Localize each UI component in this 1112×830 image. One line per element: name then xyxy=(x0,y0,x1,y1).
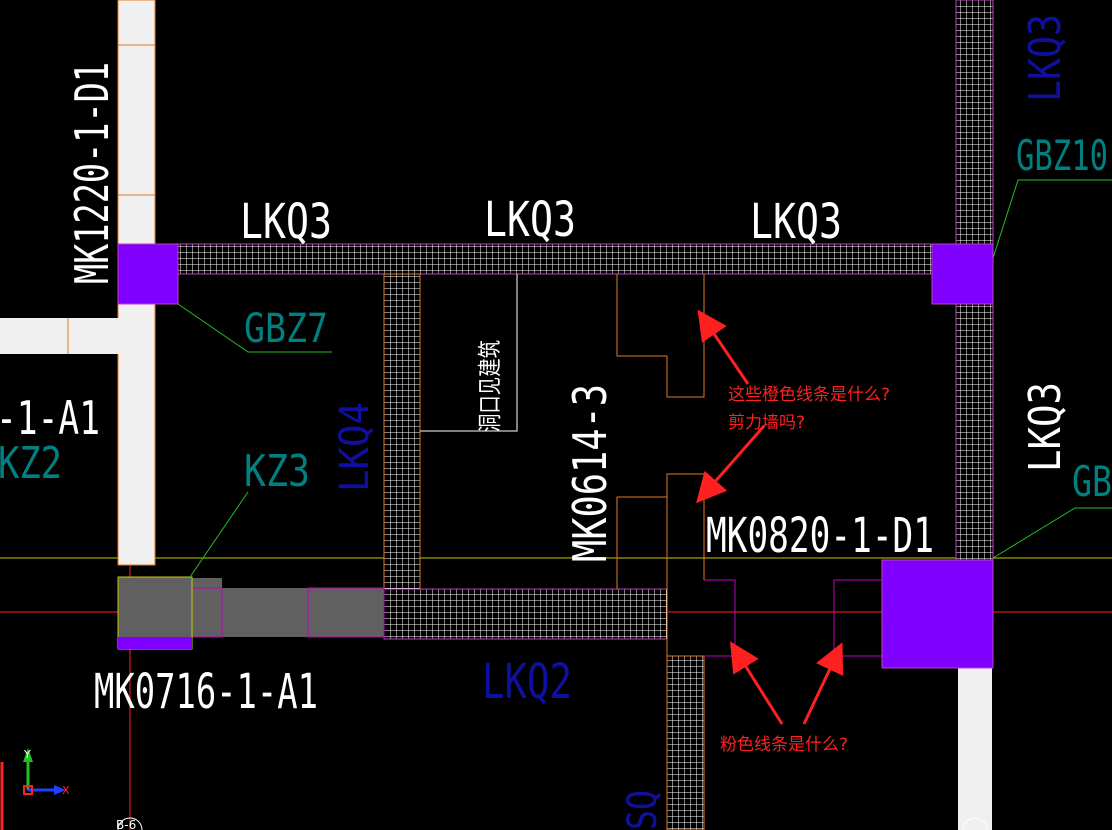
hatched-wall-bottom[interactable] xyxy=(383,588,668,640)
annotation-orange-line1: 这些橙色线条是什么? xyxy=(728,385,890,405)
arrow-pink-right xyxy=(802,642,844,725)
label-gbz10[interactable]: GBZ10 xyxy=(1016,131,1108,180)
column-gbz7[interactable] xyxy=(117,243,179,305)
label-lkq-bottom-partial[interactable]: SQ xyxy=(620,790,666,830)
white-wall-right-bottom[interactable] xyxy=(958,668,992,830)
label-lkq3-right-mid[interactable]: LKQ3 xyxy=(1020,382,1071,472)
orange-line-stub-lower[interactable] xyxy=(616,473,705,589)
arrow-pink-left xyxy=(730,641,784,725)
label-lkq3-b[interactable]: LKQ3 xyxy=(484,192,576,248)
label-gbz7[interactable]: GBZ7 xyxy=(244,306,328,352)
leader-gbz7 xyxy=(177,303,332,353)
label-lkq4[interactable]: LKQ4 xyxy=(332,402,378,492)
label-mk0716[interactable]: MK0716-1-A1 xyxy=(94,664,318,720)
label-lkq3-right-top[interactable]: LKQ3 xyxy=(1020,14,1071,102)
column-right-lower[interactable] xyxy=(881,559,994,669)
label-mk1220[interactable]: MK1220-1-D1 xyxy=(65,62,119,284)
hatched-wall-lower-vertical[interactable] xyxy=(666,655,705,830)
white-wall-left-horizontal[interactable] xyxy=(0,318,120,354)
label-gb-partial[interactable]: GB xyxy=(1072,457,1112,506)
column-kz3-base xyxy=(118,637,192,649)
ucs-y-label: Y xyxy=(23,748,31,761)
leader-kz3 xyxy=(189,491,249,578)
label-mk0614[interactable]: MK0614-3 xyxy=(563,384,617,562)
label-lkq2[interactable]: LKQ2 xyxy=(482,654,572,710)
hatched-wall-inner-left[interactable] xyxy=(383,273,421,590)
orange-line-stub-upper[interactable] xyxy=(616,274,705,398)
arrow-orange-upper xyxy=(697,309,750,385)
ucs-x-label: X xyxy=(62,784,70,797)
label-lkq3-a[interactable]: LKQ3 xyxy=(240,194,332,250)
axis-label-b6[interactable]: B-6 xyxy=(116,818,136,830)
label-mk0820[interactable]: MK0820-1-D1 xyxy=(706,508,934,564)
hole-note-leader xyxy=(420,274,518,432)
leader-gbz10 xyxy=(992,179,1112,259)
axis-bubble xyxy=(117,817,143,830)
leader-gb xyxy=(992,507,1112,559)
column-gbz10[interactable] xyxy=(931,243,994,305)
pink-line-left[interactable] xyxy=(704,579,736,657)
annotation-pink: 粉色线条是什么? xyxy=(720,735,848,755)
label-mk-left-partial[interactable]: -1-A1 xyxy=(0,391,100,445)
label-lkq3-c[interactable]: LKQ3 xyxy=(750,194,842,250)
arrow-orange-lower xyxy=(696,425,766,504)
label-kz2-partial[interactable]: KZ2 xyxy=(0,438,62,489)
pink-line-right[interactable] xyxy=(833,579,882,657)
label-kz3[interactable]: KZ3 xyxy=(244,446,310,497)
axis-bubble-right xyxy=(962,817,988,830)
label-hole-note[interactable]: 洞口见建筑 xyxy=(476,340,504,432)
annotation-orange-line2: 剪力墙吗? xyxy=(728,413,805,433)
ucs-axis-icon: Y X xyxy=(23,748,70,797)
gray-beam-connector[interactable] xyxy=(192,588,384,637)
pink-outline-beam-right xyxy=(307,587,385,638)
